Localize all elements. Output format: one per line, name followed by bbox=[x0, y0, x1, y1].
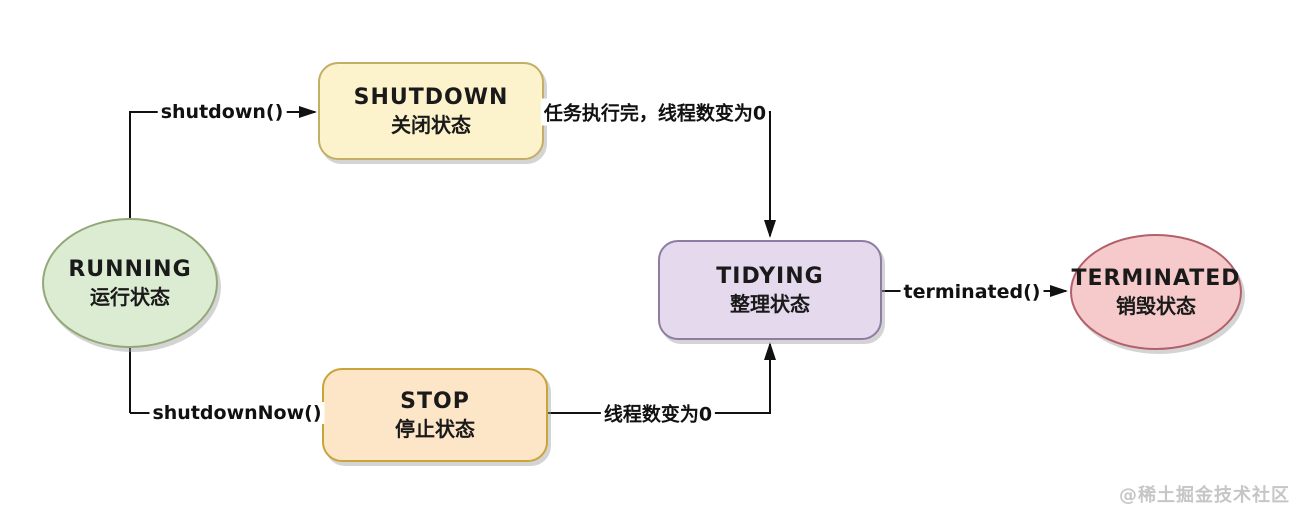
state-node-shutdown: SHUTDOWN 关闭状态 bbox=[318, 62, 544, 160]
state-node-subtitle: 整理状态 bbox=[730, 291, 810, 316]
edge-label-shutdown: shutdown() bbox=[157, 101, 287, 123]
state-node-subtitle: 关闭状态 bbox=[391, 112, 471, 137]
state-node-subtitle: 停止状态 bbox=[395, 416, 475, 441]
state-node-stop: STOP 停止状态 bbox=[322, 368, 548, 462]
state-node-title: TIDYING bbox=[716, 264, 824, 290]
edge-label-threads-zero: 线程数变为0 bbox=[600, 399, 716, 427]
state-node-title: STOP bbox=[400, 389, 470, 415]
edge-label-terminated: terminated() bbox=[900, 281, 1044, 303]
state-node-subtitle: 销毁状态 bbox=[1116, 293, 1196, 318]
state-node-title: TERMINATED bbox=[1071, 266, 1241, 292]
state-node-title: RUNNING bbox=[68, 257, 192, 283]
state-node-terminated: TERMINATED 销毁状态 bbox=[1070, 234, 1242, 350]
state-node-subtitle: 运行状态 bbox=[90, 284, 170, 309]
state-node-tidying: TIDYING 整理状态 bbox=[658, 240, 882, 340]
edge-shutdown-tidying bbox=[544, 111, 776, 238]
watermark: @稀土掘金技术社区 bbox=[1119, 485, 1290, 506]
state-node-title: SHUTDOWN bbox=[353, 85, 509, 111]
edge-label-shutdown-now: shutdownNow() bbox=[149, 402, 325, 424]
state-node-running: RUNNING 运行状态 bbox=[42, 218, 218, 348]
edge-label-tasks-done-threads-zero: 任务执行完，线程数变为0 bbox=[540, 98, 770, 126]
